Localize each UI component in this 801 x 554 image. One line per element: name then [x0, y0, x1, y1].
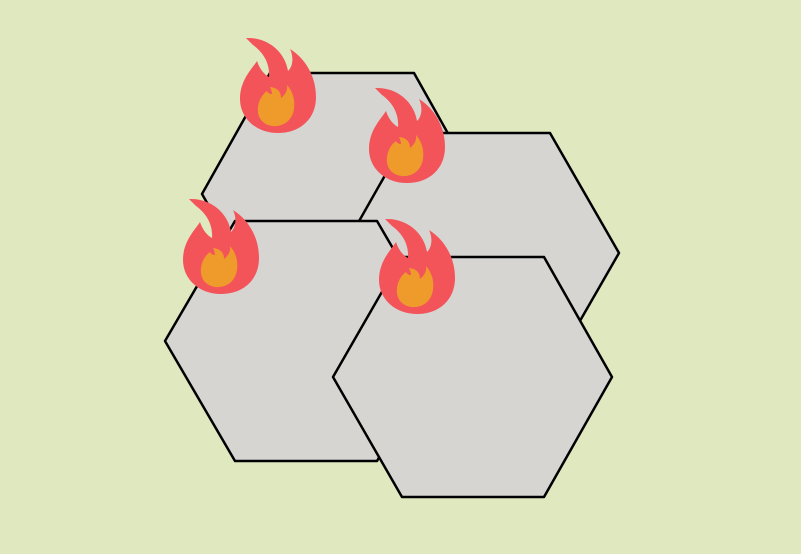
- hex-tile-scene: [0, 0, 801, 554]
